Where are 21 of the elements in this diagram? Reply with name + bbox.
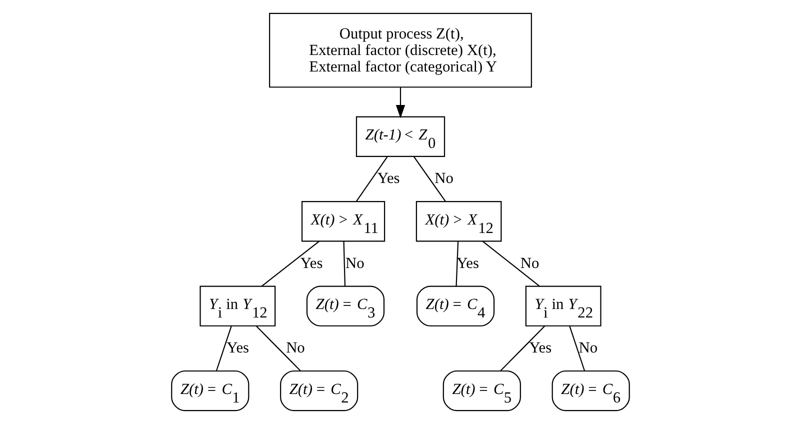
edge-label: No bbox=[345, 254, 364, 272]
connector bbox=[216, 325, 232, 370]
connector bbox=[456, 240, 459, 286]
edge-label: Yes bbox=[226, 339, 250, 356]
edge-label: No bbox=[434, 170, 454, 187]
connector bbox=[356, 156, 388, 202]
edge-label: No bbox=[286, 339, 305, 356]
node-box: Output process Z(t), External factor (discrete) X(t), External factor (categorical) Y bbox=[269, 12, 532, 88]
edge-label: No bbox=[520, 254, 540, 272]
edge-label: No bbox=[578, 339, 598, 356]
edge-label: Yes bbox=[529, 339, 552, 356]
connector bbox=[256, 325, 301, 371]
connector bbox=[500, 325, 546, 371]
connector bbox=[482, 240, 540, 286]
edge-label: Yes bbox=[377, 170, 400, 187]
connector bbox=[413, 156, 446, 202]
connector bbox=[343, 240, 346, 286]
connector bbox=[569, 325, 586, 370]
arrow bbox=[396, 87, 406, 118]
connector bbox=[262, 240, 320, 286]
edge-label: Yes bbox=[300, 254, 323, 272]
